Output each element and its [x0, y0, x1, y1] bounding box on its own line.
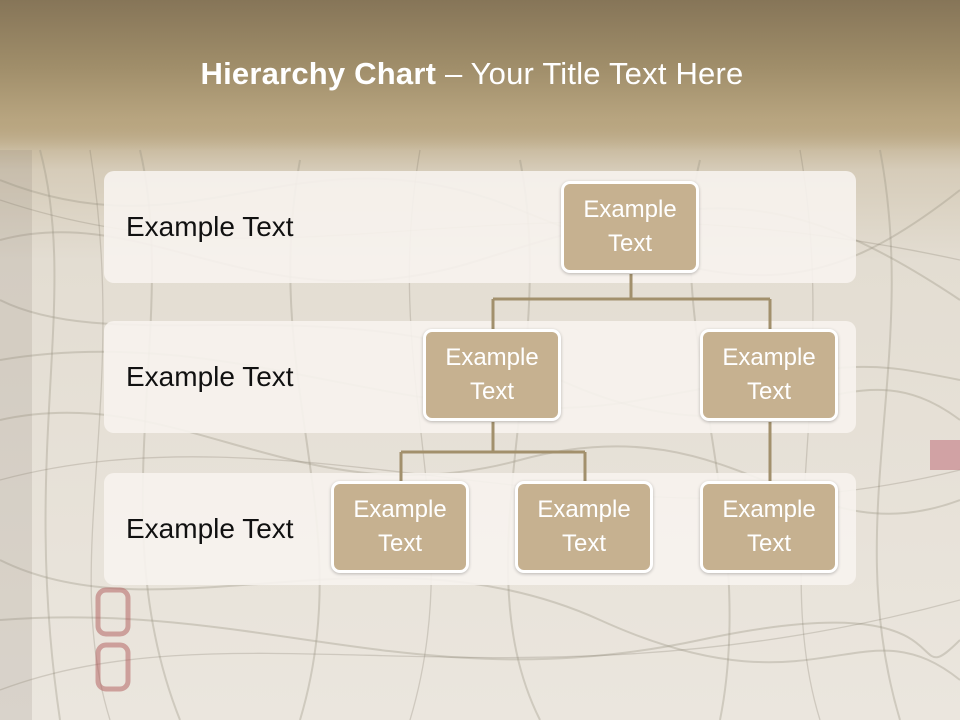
band-label: Example Text — [126, 211, 294, 242]
title-rest: – Your Title Text Here — [436, 56, 744, 91]
node-label: Example Text — [722, 496, 816, 557]
node-root[interactable]: Example Text — [561, 181, 699, 273]
title-bold: Hierarchy Chart — [200, 56, 437, 91]
node-level3-a[interactable]: Example Text — [331, 481, 469, 573]
node-label: Example Text — [445, 344, 539, 405]
title-bar — [0, 0, 960, 150]
level-band-1: Example Text — [104, 171, 856, 283]
node-label: Example Text — [353, 496, 447, 557]
node-label: Example Text — [583, 196, 677, 257]
node-label: Example Text — [722, 344, 816, 405]
node-level2-left[interactable]: Example Text — [423, 329, 561, 421]
slide-title: Hierarchy Chart – Your Title Text Here — [0, 56, 944, 92]
node-label: Example Text — [537, 496, 631, 557]
node-level2-right[interactable]: Example Text — [700, 329, 838, 421]
band-label: Example Text — [126, 361, 294, 392]
band-label: Example Text — [126, 513, 294, 544]
node-level3-b[interactable]: Example Text — [515, 481, 653, 573]
node-level3-c[interactable]: Example Text — [700, 481, 838, 573]
